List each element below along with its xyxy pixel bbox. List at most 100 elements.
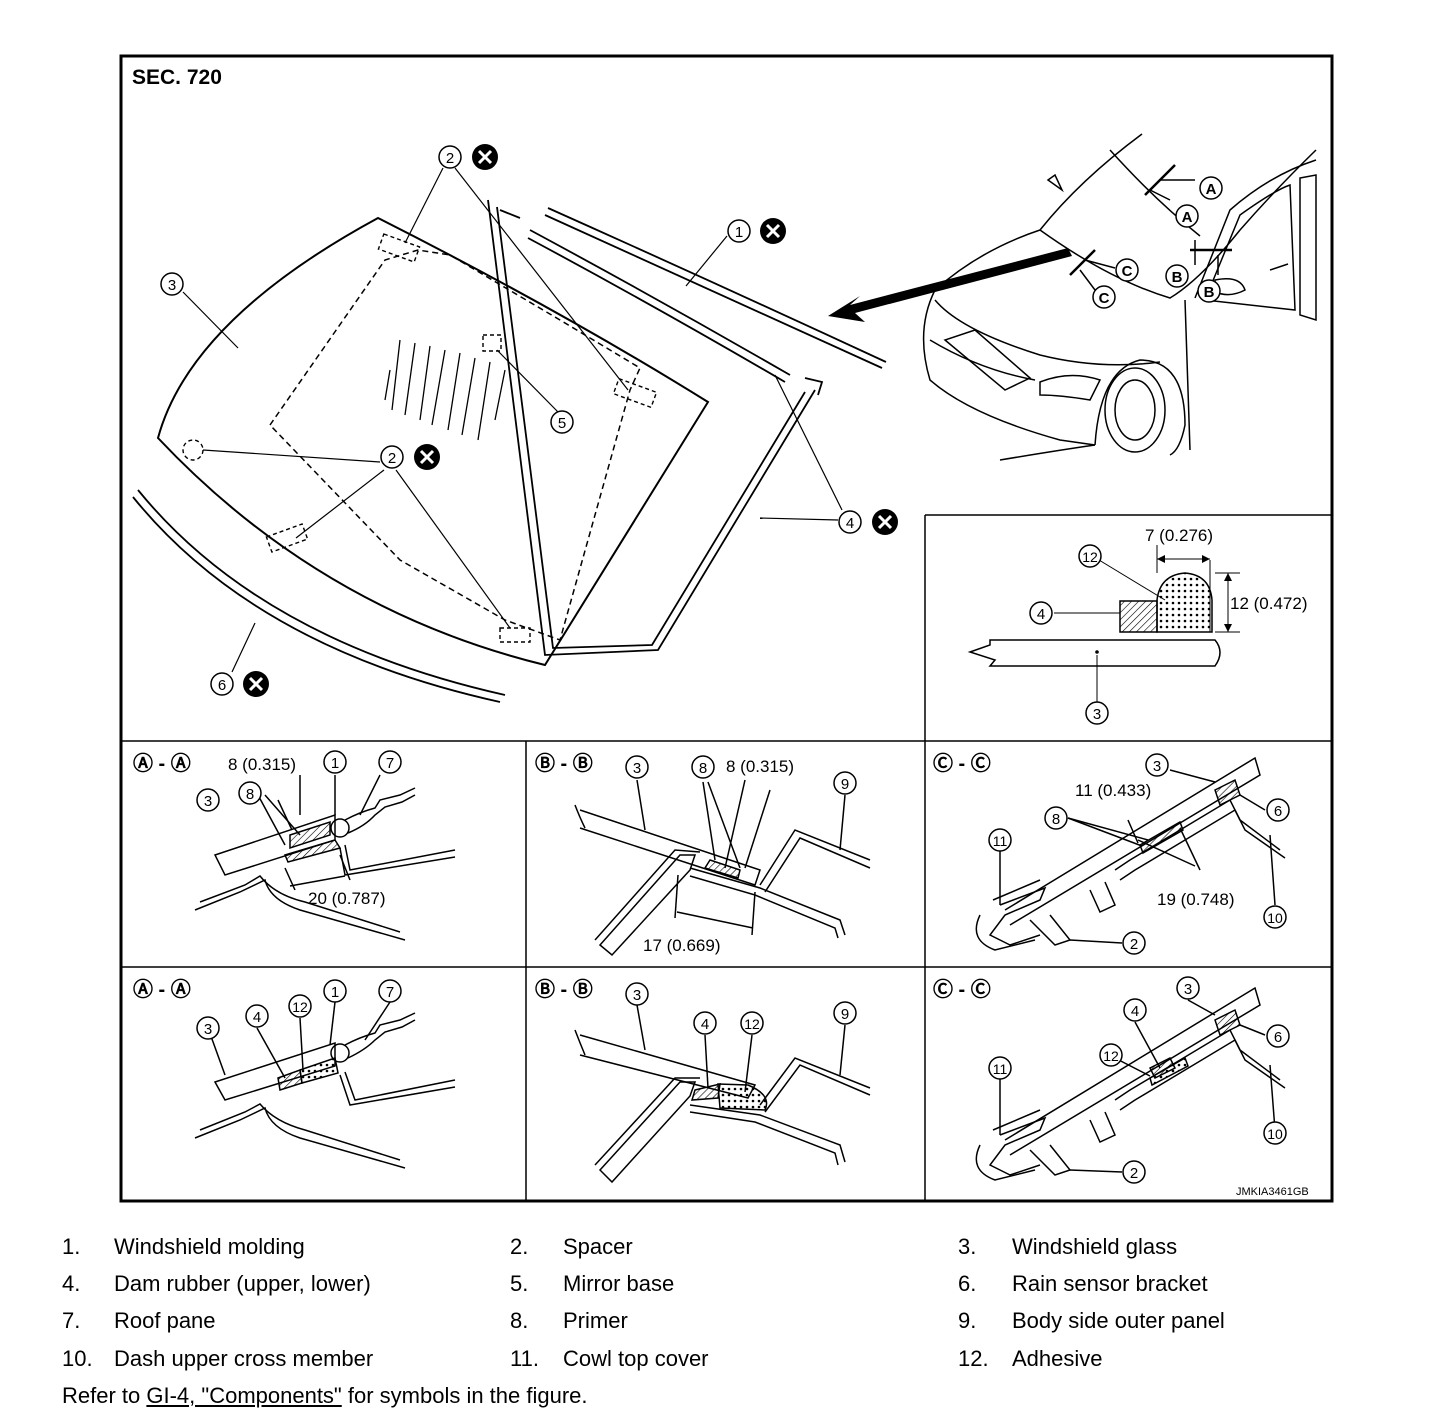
footer-suffix: for symbols in the figure. bbox=[341, 1383, 588, 1408]
legend-label: Windshield glass bbox=[1012, 1234, 1178, 1259]
legend-number: 1. bbox=[62, 1234, 81, 1259]
legend-number: 11. bbox=[510, 1346, 539, 1371]
section-aa-primer bbox=[194, 774, 456, 941]
section-cc-primer bbox=[975, 756, 1286, 951]
svg-text:3: 3 bbox=[633, 987, 641, 1004]
svg-text:12: 12 bbox=[292, 999, 308, 1015]
svg-text:B: B bbox=[1172, 269, 1183, 286]
legend-number: 5. bbox=[510, 1271, 529, 1296]
mirror-base bbox=[482, 334, 502, 352]
section-title-bb: Ⓑ - Ⓑ bbox=[535, 752, 593, 775]
adhesive-bead bbox=[1156, 572, 1213, 633]
section-aa-adhesive bbox=[194, 1001, 456, 1169]
svg-text:7 (0.276): 7 (0.276) bbox=[1145, 526, 1213, 545]
callout-6: 6 bbox=[210, 671, 269, 697]
spacer bbox=[182, 233, 658, 643]
rain-sensor-bracket bbox=[132, 489, 506, 703]
windshield-molding bbox=[527, 207, 887, 383]
section-title-aa: Ⓐ - Ⓐ bbox=[133, 752, 191, 775]
svg-text:4: 4 bbox=[1037, 606, 1045, 623]
svg-text:8: 8 bbox=[246, 786, 254, 803]
legend-number: 9. bbox=[958, 1308, 977, 1333]
legend-label: Dam rubber (upper, lower) bbox=[114, 1271, 371, 1296]
legend-label: Primer bbox=[563, 1308, 628, 1333]
svg-text:17 (0.669): 17 (0.669) bbox=[643, 936, 721, 955]
footer-prefix: Refer to bbox=[62, 1383, 147, 1408]
svg-text:2: 2 bbox=[388, 450, 396, 467]
components-link[interactable]: GI-4, "Components" bbox=[146, 1383, 342, 1408]
svg-text:A: A bbox=[1182, 209, 1193, 226]
section-aa-primer-labels: Ⓐ - Ⓐ 8 (0.315) 20 (0.787) 1 7 3 8 bbox=[133, 750, 402, 908]
svg-text:12: 12 bbox=[1082, 549, 1098, 565]
callout-4: 4 bbox=[838, 509, 898, 535]
callout-2-top: 2 bbox=[438, 144, 498, 170]
svg-text:6: 6 bbox=[1274, 1029, 1282, 1046]
callout-3: 3 bbox=[160, 272, 184, 296]
legend-number: 3. bbox=[958, 1234, 977, 1259]
legend-number: 4. bbox=[62, 1271, 81, 1296]
section-cc-primer-labels: Ⓒ - Ⓒ 11 (0.433) 19 (0.748) 3 8 6 11 10 … bbox=[933, 752, 1290, 955]
svg-text:7: 7 bbox=[386, 984, 394, 1001]
svg-text:1: 1 bbox=[331, 984, 339, 1001]
section-title-cc: Ⓒ - Ⓒ bbox=[933, 752, 991, 775]
section-markers bbox=[1069, 164, 1232, 291]
adhesive-detail: 7 (0.276) 12 (0.472) 12 4 3 bbox=[967, 526, 1308, 725]
direction-arrow bbox=[828, 248, 1072, 322]
svg-text:2: 2 bbox=[446, 150, 454, 167]
figure-code: JMKIA3461GB bbox=[1236, 1186, 1309, 1198]
svg-text:3: 3 bbox=[1153, 758, 1161, 775]
svg-text:11: 11 bbox=[993, 1061, 1008, 1077]
svg-text:5: 5 bbox=[558, 415, 566, 432]
section-title-bb-2: Ⓑ - Ⓑ bbox=[535, 978, 593, 1001]
svg-text:8 (0.315): 8 (0.315) bbox=[228, 755, 296, 774]
legend-number: 2. bbox=[510, 1234, 529, 1259]
svg-text:3: 3 bbox=[204, 793, 212, 810]
svg-text:B: B bbox=[1204, 284, 1215, 301]
svg-text:4: 4 bbox=[846, 515, 854, 532]
callout-1: 1 bbox=[727, 218, 786, 244]
section-title-aa-2: Ⓐ - Ⓐ bbox=[133, 978, 191, 1001]
section-bb-adhesive bbox=[574, 1004, 871, 1184]
section-title: SEC. 720 bbox=[132, 66, 222, 89]
callout-5: 5 bbox=[550, 410, 574, 434]
section-cc-adhesive-labels: Ⓒ - Ⓒ 3 4 12 6 11 10 2 bbox=[933, 976, 1290, 1184]
section-title-cc-2: Ⓒ - Ⓒ bbox=[933, 978, 991, 1001]
section-bb-adhesive-labels: Ⓑ - Ⓑ 3 4 12 9 bbox=[535, 978, 857, 1035]
svg-text:10: 10 bbox=[1267, 910, 1283, 926]
svg-text:12 (0.472): 12 (0.472) bbox=[1230, 594, 1308, 613]
dam-rubber bbox=[487, 199, 824, 656]
svg-text:3: 3 bbox=[168, 277, 176, 294]
legend-number: 10. bbox=[62, 1346, 93, 1371]
svg-text:7: 7 bbox=[386, 755, 394, 772]
svg-text:4: 4 bbox=[701, 1016, 709, 1033]
legend-label: Rain sensor bracket bbox=[1012, 1271, 1208, 1296]
svg-text:1: 1 bbox=[735, 224, 743, 241]
svg-text:11: 11 bbox=[993, 833, 1008, 849]
svg-text:8 (0.315): 8 (0.315) bbox=[726, 757, 794, 776]
legend-number: 6. bbox=[958, 1271, 977, 1296]
legend-label: Adhesive bbox=[1012, 1346, 1103, 1371]
legend-label: Spacer bbox=[563, 1234, 633, 1259]
svg-text:C: C bbox=[1099, 290, 1110, 307]
legend-label: Dash upper cross member bbox=[114, 1346, 374, 1371]
svg-text:2: 2 bbox=[1130, 936, 1138, 953]
svg-text:9: 9 bbox=[841, 1006, 849, 1023]
section-aa-adhesive-labels: Ⓐ - Ⓐ 3 4 12 1 7 bbox=[133, 978, 402, 1040]
svg-text:12: 12 bbox=[744, 1016, 760, 1032]
windshield-diagram: SEC. 720 JMKIA3461GB bbox=[119, 54, 1334, 1203]
legend-label: Body side outer panel bbox=[1012, 1308, 1225, 1333]
legend-number: 7. bbox=[62, 1308, 81, 1333]
svg-text:10: 10 bbox=[1267, 1126, 1283, 1142]
legend-number: 12. bbox=[958, 1346, 989, 1371]
section-cc-adhesive bbox=[975, 986, 1286, 1181]
dam-rubber-section bbox=[1119, 600, 1158, 633]
legend-label: Mirror base bbox=[563, 1271, 675, 1296]
leader-lines bbox=[182, 167, 843, 673]
figure-frame bbox=[119, 54, 1334, 1203]
svg-text:6: 6 bbox=[218, 677, 226, 694]
car-section-labels: A A B B C C bbox=[1092, 176, 1223, 309]
svg-text:3: 3 bbox=[204, 1021, 212, 1038]
legend-label: Cowl top cover bbox=[563, 1346, 709, 1371]
legend-label: Windshield molding bbox=[114, 1234, 305, 1259]
svg-text:20 (0.787): 20 (0.787) bbox=[308, 889, 386, 908]
